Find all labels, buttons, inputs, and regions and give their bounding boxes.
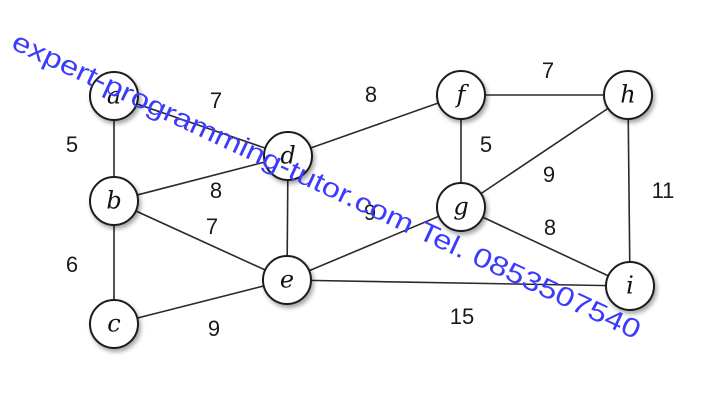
node-circle-h — [603, 70, 653, 120]
weights-layer: 5 7 8 6 7 9 8 9 15 5 7 9 8 11 — [66, 58, 675, 341]
node-f: f — [436, 70, 486, 120]
node-circle-c — [89, 299, 139, 349]
node-circle-f — [436, 70, 486, 120]
node-b: b — [89, 176, 139, 226]
edge-b-d — [113, 155, 289, 202]
edge-e-g — [286, 206, 462, 281]
node-label-h: h — [620, 81, 635, 109]
edge-weight-g-i: 8 — [544, 215, 556, 240]
node-h: h — [603, 70, 653, 120]
nodes-layer: a b c d e f g h i — [89, 70, 655, 349]
edge-weight-f-h: 7 — [542, 58, 554, 83]
node-label-b: b — [106, 187, 121, 215]
node-label-c: c — [107, 310, 120, 338]
edge-weight-b-e: 7 — [206, 214, 218, 239]
edge-weight-b-d: 8 — [210, 178, 222, 203]
node-circle-a — [89, 71, 139, 121]
edge-weight-d-f: 8 — [365, 82, 377, 107]
edge-b-e — [113, 200, 288, 281]
node-g: g — [436, 182, 486, 232]
node-label-e: e — [280, 266, 294, 294]
edge-weight-f-g: 5 — [480, 132, 492, 157]
edge-e-i — [286, 279, 631, 287]
node-circle-e — [262, 255, 312, 305]
node-label-a: a — [107, 82, 121, 110]
node-i: i — [605, 261, 655, 311]
node-d: d — [263, 131, 313, 181]
node-circle-g — [436, 182, 486, 232]
node-c: c — [89, 299, 139, 349]
edge-weight-g-h: 9 — [543, 162, 555, 187]
node-e: e — [262, 255, 312, 305]
edge-weight-c-e: 9 — [208, 316, 220, 341]
edge-g-i — [460, 206, 631, 287]
edge-weight-e-g: 9 — [364, 200, 376, 225]
node-circle-i — [605, 261, 655, 311]
edge-a-d — [113, 95, 289, 157]
edge-h-i — [627, 94, 631, 287]
node-label-i: i — [626, 272, 634, 300]
edge-c-e — [113, 279, 288, 325]
edge-weight-h-i: 11 — [652, 178, 675, 203]
edge-weight-e-i: 15 — [450, 304, 474, 329]
edge-weight-a-d: 7 — [210, 88, 222, 113]
node-circle-b — [89, 176, 139, 226]
edge-g-h — [460, 94, 629, 208]
node-a: a — [89, 71, 139, 121]
edge-weight-a-b: 5 — [66, 132, 78, 157]
node-circle-d — [263, 131, 313, 181]
edge-d-f — [287, 94, 462, 157]
node-label-d: d — [280, 142, 295, 170]
node-label-g: g — [453, 193, 468, 221]
edge-weight-b-c: 6 — [66, 252, 78, 277]
